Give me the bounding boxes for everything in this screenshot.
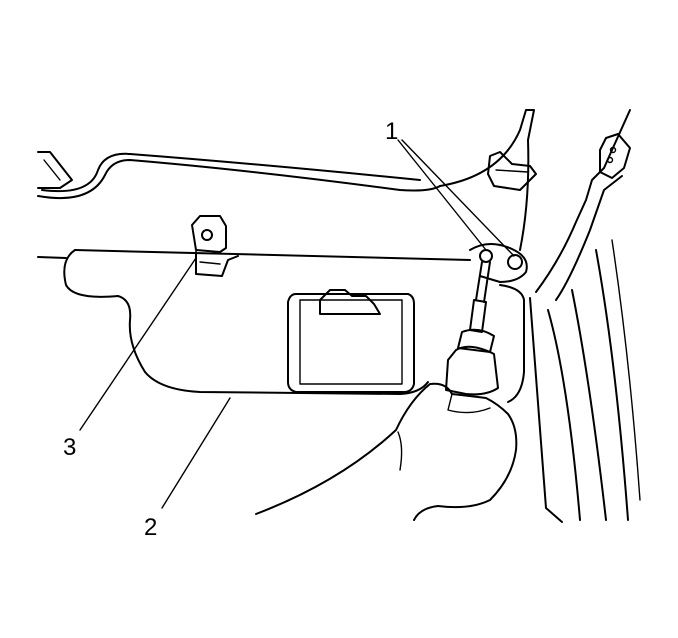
grab-handle-bracket [487, 151, 537, 191]
screwdriver [445, 261, 499, 396]
visor-clip [191, 215, 239, 277]
callout-3: 3 [63, 434, 77, 461]
callout-1: 1 [385, 118, 399, 145]
roof-hook-right [599, 133, 631, 179]
headliner-edge [37, 152, 441, 200]
vanity-mirror-cover [287, 289, 415, 393]
hand [255, 382, 518, 521]
leader-lines [79, 139, 515, 509]
a-pillar [439, 109, 641, 523]
visor-pivot-mount [469, 243, 528, 283]
roof-bracket-left [37, 151, 73, 189]
callout-2: 2 [144, 514, 158, 541]
sun-visor [37, 249, 525, 403]
